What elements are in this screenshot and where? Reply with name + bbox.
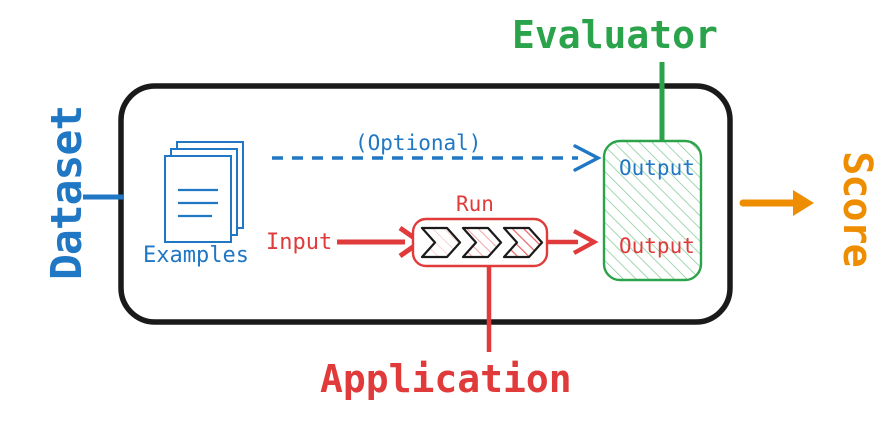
optional-edge-label: (Optional) xyxy=(355,131,482,155)
examples-caption: Examples xyxy=(143,243,249,268)
chevron-3 xyxy=(502,226,544,259)
system-boundary-box xyxy=(118,83,733,325)
dataset-label: Dataset xyxy=(42,105,92,280)
run-to-output-arrow xyxy=(547,229,599,255)
output-bottom-label: Output xyxy=(619,234,695,258)
optional-dashed-arrow xyxy=(272,144,602,172)
run-caption: Run xyxy=(456,192,494,216)
application-label: Application xyxy=(320,357,572,401)
chevron-1 xyxy=(420,226,462,259)
run-pipeline-box xyxy=(411,217,549,268)
chevron-2 xyxy=(461,226,503,259)
evaluator-label: Evaluator xyxy=(512,13,718,57)
stacked-documents-icon xyxy=(164,141,244,243)
score-label: Score xyxy=(834,151,880,267)
score-arrow xyxy=(739,190,814,216)
output-box xyxy=(602,139,703,282)
output-top-label: Output xyxy=(619,156,695,180)
input-edge-label: Input xyxy=(266,230,333,255)
input-arrow xyxy=(337,225,425,259)
